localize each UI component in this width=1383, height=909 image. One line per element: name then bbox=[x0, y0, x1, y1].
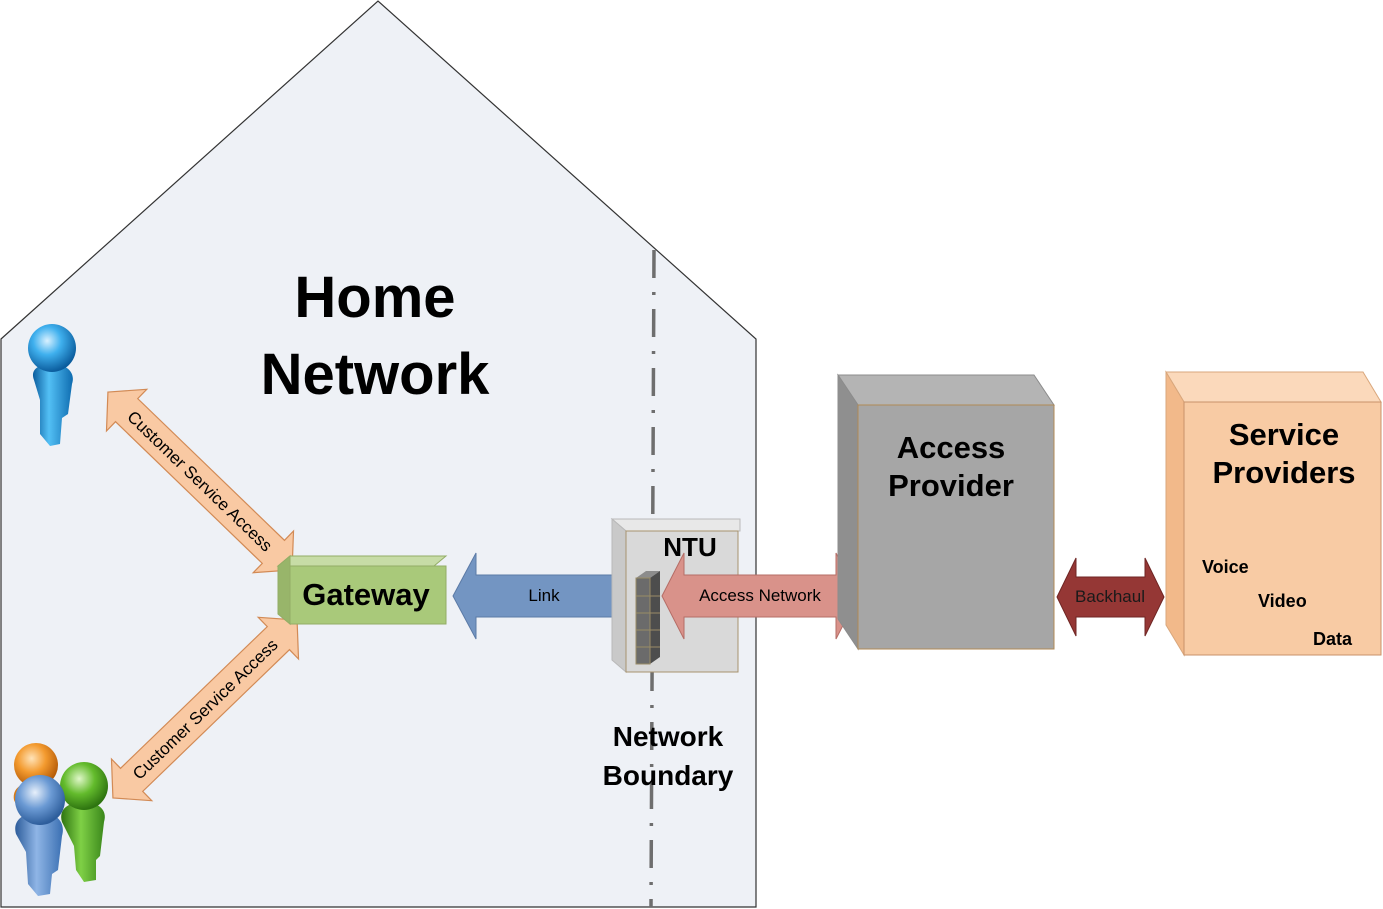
access-network-label: Access Network bbox=[699, 586, 821, 605]
network-boundary-label-line1: Network bbox=[613, 721, 724, 752]
gateway-label: Gateway bbox=[302, 577, 430, 612]
service-providers-label-line2: Providers bbox=[1212, 455, 1355, 490]
access-provider-box: Access Provider bbox=[837, 373, 1055, 651]
link-label: Link bbox=[528, 586, 560, 605]
service-video: Video bbox=[1258, 591, 1307, 611]
backhaul-label: Backhaul bbox=[1075, 587, 1145, 606]
service-data: Data bbox=[1313, 629, 1353, 649]
backhaul-arrow: Backhaul bbox=[1056, 557, 1165, 637]
gateway-box: Gateway bbox=[276, 554, 448, 626]
home-network-title-line2: Network bbox=[261, 342, 491, 407]
service-voice: Voice bbox=[1202, 557, 1249, 577]
access-provider-label-line2: Provider bbox=[888, 468, 1014, 503]
user-group-icon bbox=[13, 743, 108, 896]
home-network-title-line1: Home bbox=[294, 265, 455, 330]
house-outline bbox=[0, 0, 757, 908]
ntu-label: NTU bbox=[663, 532, 716, 562]
access-provider-label-line1: Access bbox=[897, 430, 1006, 465]
service-providers-label-line1: Service bbox=[1229, 417, 1339, 452]
ntu-port-stack bbox=[635, 571, 660, 665]
network-boundary-line bbox=[649, 249, 656, 908]
single-user-icon bbox=[28, 324, 76, 446]
network-boundary-label-line2: Boundary bbox=[603, 760, 734, 791]
service-providers-box: Service Providers Voice Video Data bbox=[1165, 370, 1382, 657]
